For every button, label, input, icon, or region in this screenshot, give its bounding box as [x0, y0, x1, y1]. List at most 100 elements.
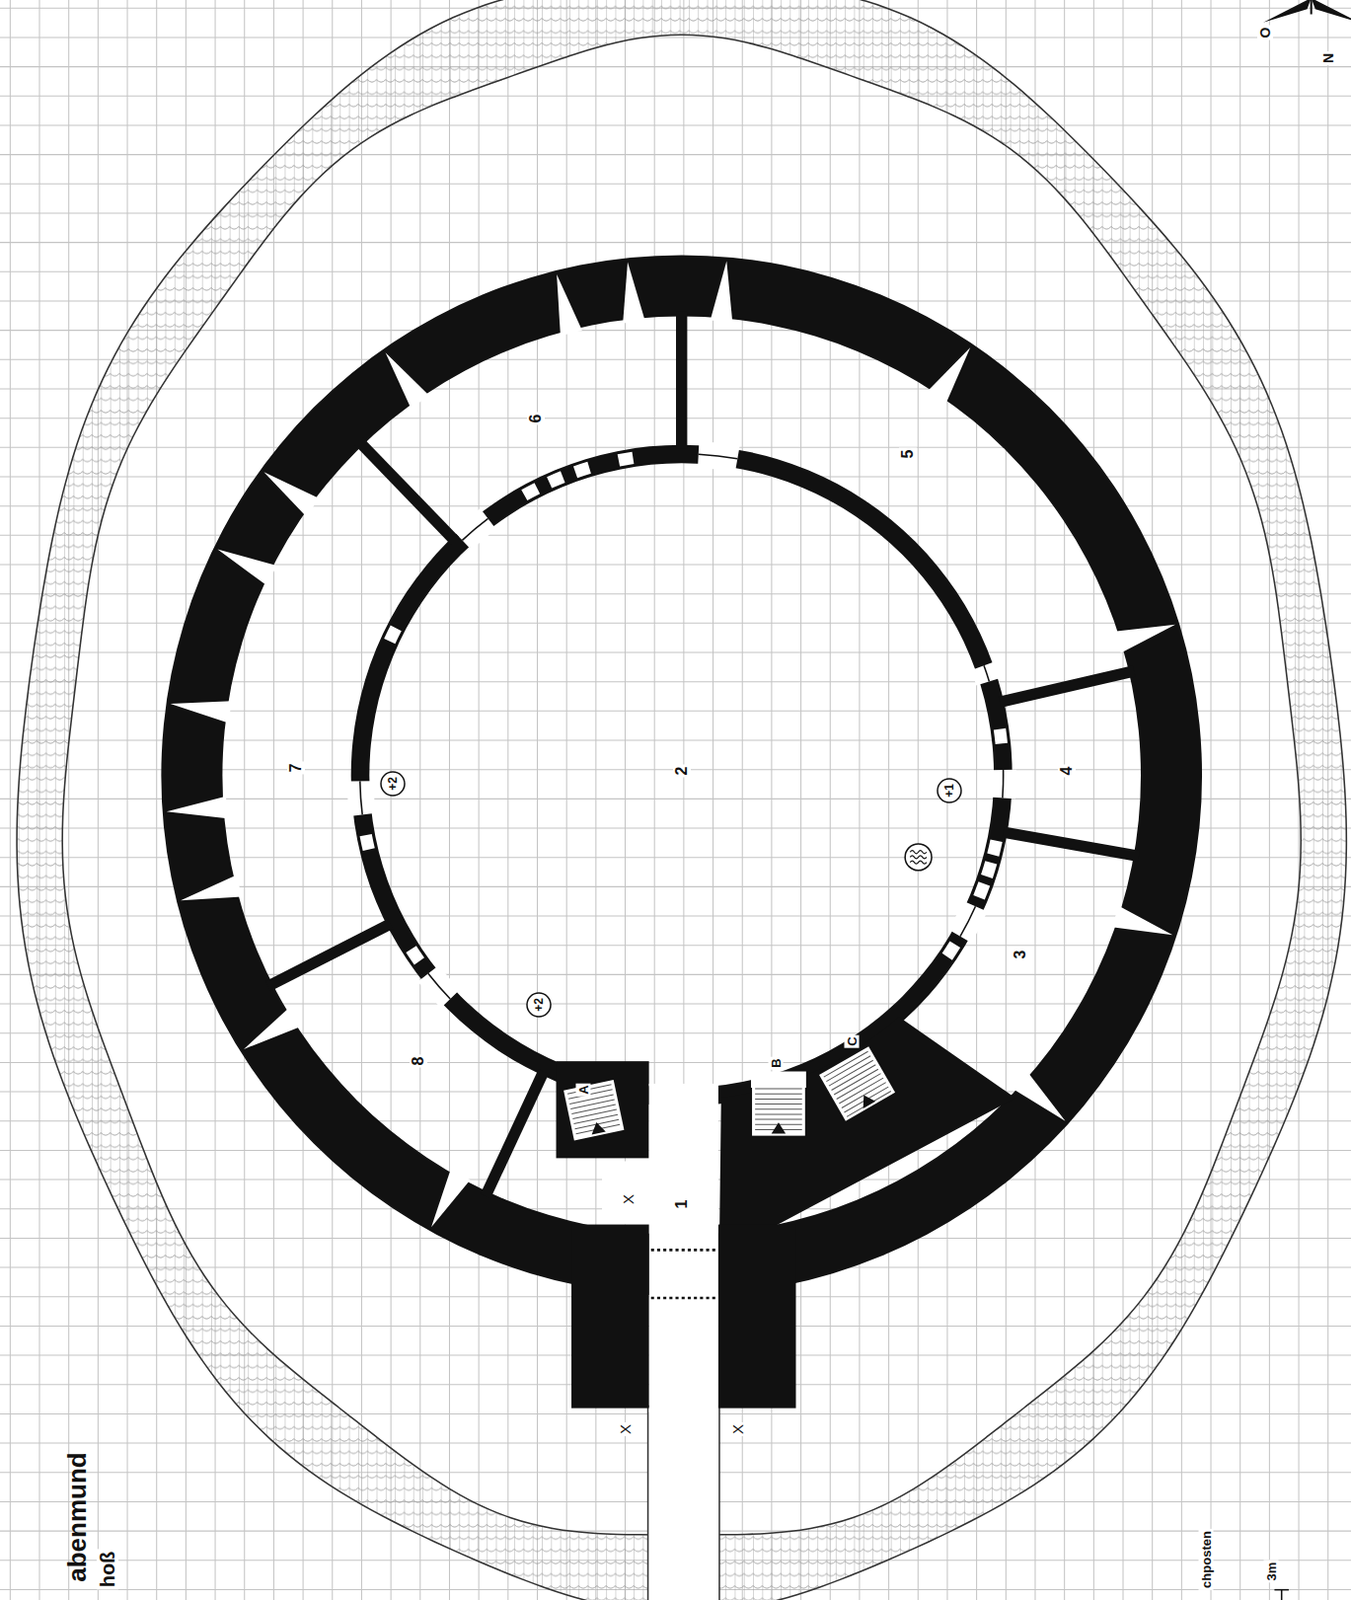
grid-line [127, 0, 129, 1600]
partition-wall [1003, 831, 1139, 856]
well-water [909, 850, 927, 854]
compass-axis [1310, 0, 1313, 14]
grid-line [0, 417, 1351, 419]
portcullis [651, 1248, 717, 1252]
level-number: +2 [532, 998, 545, 1013]
door-line [982, 665, 990, 682]
arrow-slit [1112, 905, 1174, 936]
stair-step [754, 1103, 803, 1105]
window [360, 833, 376, 851]
grid-line [829, 0, 831, 1600]
doorway [948, 900, 987, 944]
window [986, 838, 1002, 856]
stair-step [570, 1099, 615, 1109]
stair-step [754, 1088, 803, 1090]
stair-letter: A [576, 1083, 592, 1097]
portcullis [651, 1296, 717, 1300]
guard-post-mark: X [728, 1422, 746, 1436]
room-number: 5 [899, 448, 917, 461]
well-water [909, 860, 927, 864]
grid-line [566, 0, 568, 1600]
stair-well [819, 1046, 896, 1122]
stair-step [841, 1082, 887, 1109]
stair-arrow [771, 1122, 786, 1133]
level-number: +2 [386, 776, 399, 791]
window [993, 728, 1008, 745]
scale-bar [1280, 1589, 1283, 1600]
grid-line [0, 1061, 1351, 1063]
door-line [1001, 769, 1004, 798]
well-rim [904, 843, 932, 871]
grid-line [0, 95, 1351, 97]
gatehouse [571, 1224, 650, 1409]
grid-line [478, 0, 480, 1600]
compass [1263, 0, 1351, 23]
stair-b [751, 1084, 806, 1136]
grid-line [0, 183, 1351, 185]
window [546, 470, 565, 488]
grid-line [302, 0, 304, 1600]
gate-passage [649, 1083, 719, 1413]
stair-letter: C [844, 1034, 860, 1048]
grid-line [507, 0, 509, 1600]
arrow-slit [263, 471, 319, 517]
arrow-slit [431, 1168, 471, 1227]
grid-line [800, 0, 802, 1600]
window [942, 941, 961, 961]
grid-line [68, 0, 70, 1600]
arrow-slit [1114, 624, 1176, 654]
arrow-slit [180, 874, 242, 901]
window [521, 482, 540, 501]
grid-line [0, 329, 1351, 331]
grid-line [390, 0, 392, 1600]
window [980, 860, 997, 879]
stair-a [563, 1079, 624, 1140]
scale-label: 3m [1264, 1560, 1279, 1583]
stair-c [819, 1046, 896, 1122]
door-line [427, 973, 451, 1000]
doorway [347, 780, 376, 817]
gatehouse [718, 1224, 797, 1409]
well-symbol [904, 843, 932, 871]
arrow-slit [556, 274, 583, 336]
arrow-slit [166, 796, 228, 820]
partition-wall [485, 1071, 544, 1197]
grid-line [0, 66, 1351, 68]
grid-line [888, 0, 890, 1600]
arrow-slit [927, 347, 972, 404]
partition-wall [359, 441, 455, 540]
stair-step [754, 1108, 803, 1110]
inner-wall [351, 445, 1013, 1107]
stair-step [754, 1113, 803, 1115]
doorway [697, 441, 741, 472]
well-water [909, 855, 927, 859]
partition-wall [268, 923, 391, 986]
room-number: 1 [673, 1198, 691, 1211]
doorway [452, 508, 496, 550]
stair-step [573, 1114, 618, 1124]
stair-well [751, 1084, 806, 1136]
compass-point [1263, 0, 1312, 23]
grid-line [331, 0, 333, 1600]
map-title: abenmund [64, 1451, 90, 1581]
window [405, 945, 425, 965]
grid-line [0, 359, 1351, 361]
guard-post-mark: X [618, 1192, 636, 1206]
level-marker: +2 [379, 770, 406, 797]
grid-line [975, 0, 977, 1600]
stair-arrow [589, 1120, 606, 1134]
legend-fragment: chposten [1199, 1528, 1214, 1590]
stair-step [843, 1086, 889, 1113]
door-line [359, 780, 364, 815]
level-marker: +2 [525, 991, 552, 1018]
stair-step [846, 1091, 892, 1118]
stair-step [571, 1104, 616, 1114]
grid-line [97, 0, 99, 1600]
doorway [417, 965, 460, 1008]
grid-line [419, 0, 421, 1600]
partition-wall [675, 310, 687, 450]
arrow-slit [385, 352, 430, 409]
scale-bar [1274, 1588, 1288, 1591]
grid-line [858, 0, 860, 1600]
arrow-slit [710, 261, 733, 323]
